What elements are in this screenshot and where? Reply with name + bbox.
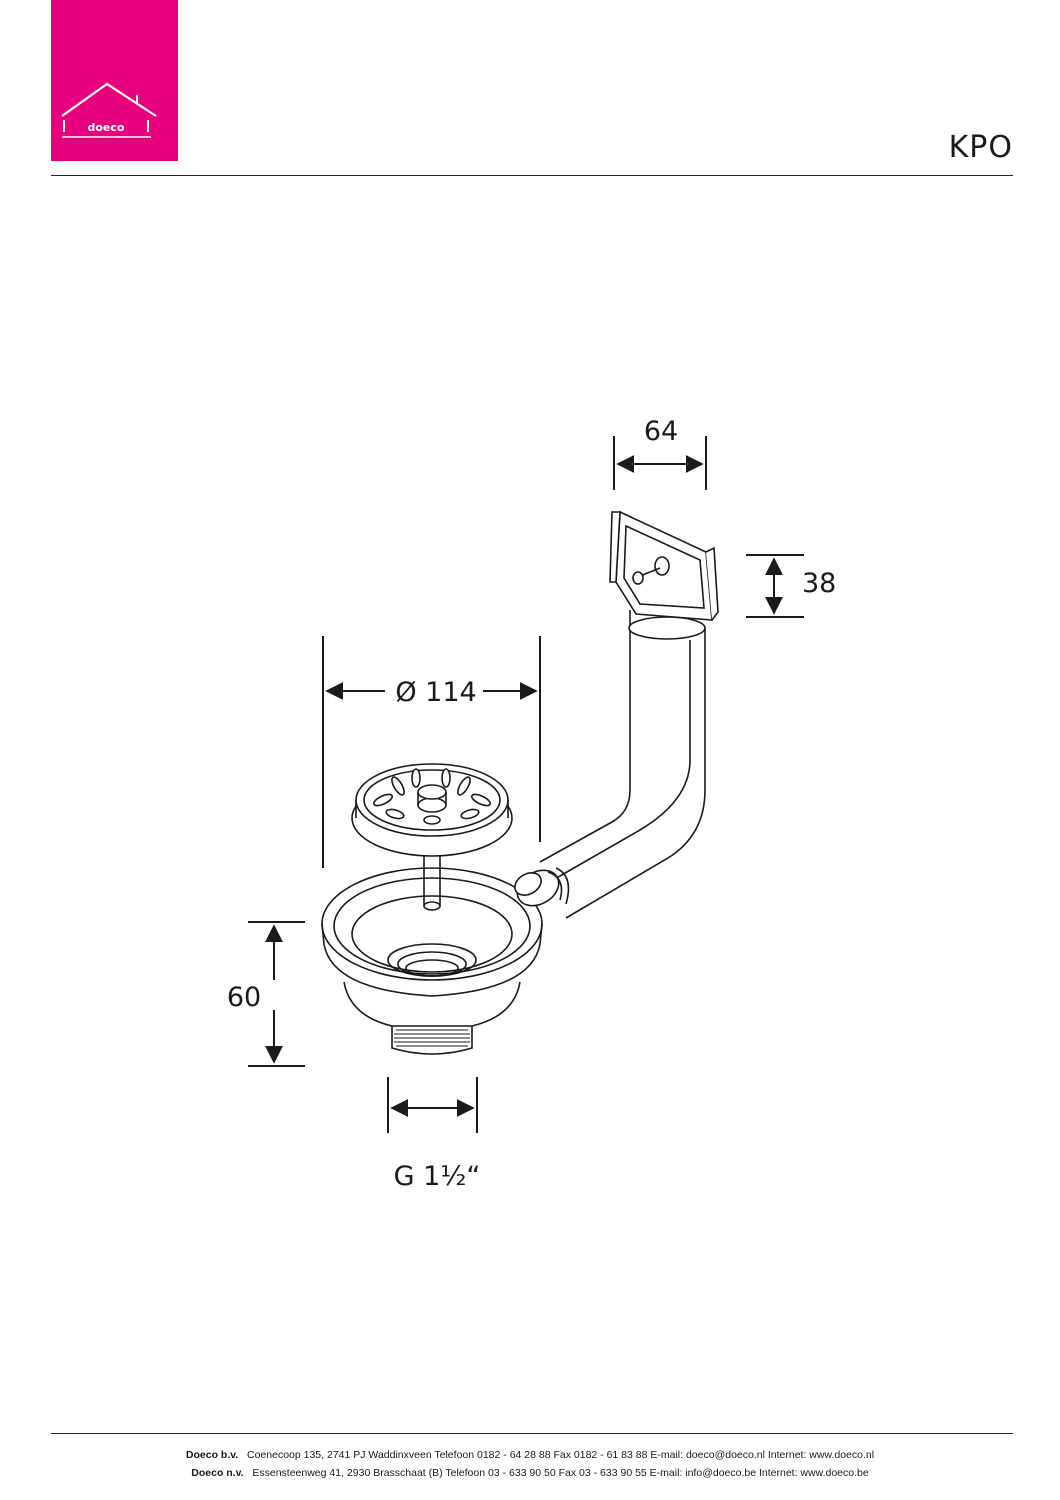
- footer-address-be: Doeco n.v. Essensteenweg 41, 2930 Brassc…: [0, 1467, 1060, 1479]
- overflow-port: [514, 867, 570, 907]
- footer-address-nl: Doeco b.v. Coenecoop 135, 2741 PJ Waddin…: [0, 1449, 1060, 1461]
- dimension-diameter-label: Ø 114: [395, 677, 476, 708]
- overflow-pipe: [539, 610, 706, 919]
- sink-strainer-drawing: 64 38 Ø 114 60 G 1½“: [227, 416, 837, 1192]
- svg-text:doeco: doeco: [88, 121, 125, 134]
- header-divider: [51, 175, 1013, 176]
- footer-company-be: Doeco n.v.: [191, 1467, 244, 1479]
- footer-company-nl: Doeco b.v.: [185, 1449, 239, 1461]
- strainer-body: [321, 867, 543, 1055]
- footer-divider: [51, 1433, 1013, 1434]
- doeco-logo: doeco: [51, 0, 178, 161]
- dimension-thread: G 1½“: [387, 1077, 481, 1192]
- dimension-width-top: 64: [613, 416, 707, 490]
- product-code: KPO: [948, 130, 1013, 165]
- dimension-height-body-label: 60: [227, 982, 261, 1013]
- dimension-height-top-label: 38: [802, 568, 836, 599]
- footer-details-nl: Coenecoop 135, 2741 PJ Waddinxveen Telef…: [247, 1449, 875, 1461]
- dimension-height-top: 38: [746, 554, 836, 618]
- house-logo-icon: doeco: [61, 82, 157, 138]
- strainer-plug: [351, 763, 513, 911]
- overflow-connector: [609, 510, 719, 621]
- dimension-diameter: Ø 114: [322, 636, 541, 868]
- dimension-thread-label: G 1½“: [394, 1161, 481, 1192]
- dimension-height-body: 60: [227, 921, 305, 1067]
- footer-details-be: Essensteenweg 41, 2930 Brasschaat (B) Te…: [252, 1467, 869, 1479]
- dimension-width-top-label: 64: [644, 416, 678, 447]
